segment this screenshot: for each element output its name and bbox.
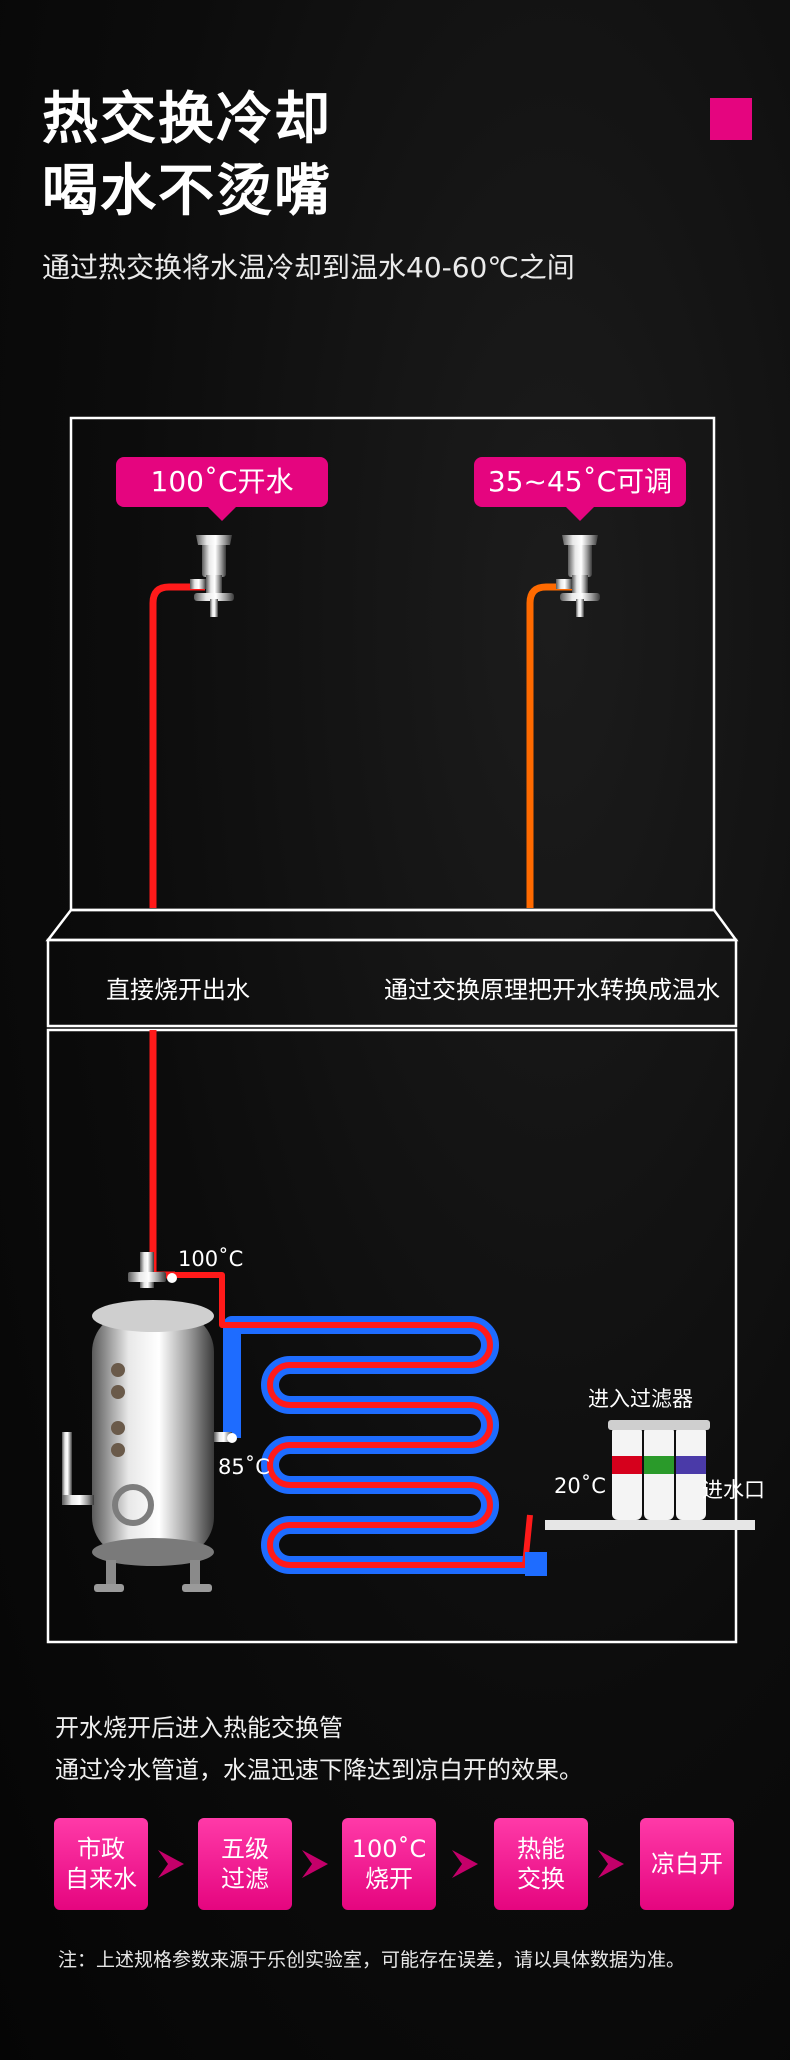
arrow-right-icon	[302, 1850, 328, 1878]
cabinet-lower-frame	[46, 1028, 738, 1644]
left-faucet-icon	[190, 535, 234, 617]
filter-cartridges-icon	[608, 1420, 710, 1520]
arrow-right-icon	[598, 1850, 624, 1878]
caption-band	[46, 938, 738, 1028]
cabinet-bevel	[45, 908, 739, 942]
direct-boil-caption: 直接烧开出水	[106, 976, 250, 1004]
inlet-pipe	[545, 1520, 755, 1530]
step-heat-exchange: 热能 交换	[494, 1818, 588, 1910]
filter-label: 进入过滤器	[588, 1387, 693, 1411]
title-line-2: 喝水不烫嘴	[42, 159, 332, 224]
hot-pipe-upper	[149, 583, 205, 908]
step-boil: 100˚C 烧开	[342, 1818, 436, 1910]
cabinet-outline	[45, 416, 739, 1644]
exchange-caption: 通过交换原理把开水转换成温水	[384, 976, 720, 1004]
water-inlet-label: 进水口	[702, 1478, 765, 1502]
coil-junction	[525, 1552, 547, 1576]
temp-85-label: 85˚C	[218, 1455, 270, 1479]
accent-square	[710, 98, 752, 140]
warm-pipe-upper	[526, 583, 580, 908]
temp-20-label: 20˚C	[554, 1474, 606, 1498]
step-tap-water: 市政 自来水	[54, 1818, 148, 1910]
page-subtitle: 通过热交换将水温冷却到温水40-60℃之间	[42, 251, 575, 284]
arrow-right-icon	[452, 1850, 478, 1878]
description-line-1: 开水烧开后进入热能交换管	[55, 1714, 343, 1742]
step-filter: 五级 过滤	[198, 1818, 292, 1910]
page-title: 热交换冷却 喝水不烫嘴	[42, 84, 332, 228]
temp-100-label: 100˚C	[178, 1247, 244, 1271]
step-cooled-water: 凉白开	[640, 1818, 734, 1910]
hot-pipe-lower	[149, 1030, 175, 1279]
footnote: 注：上述规格参数来源于乐创实验室，可能存在误差，请以具体数据为准。	[58, 1949, 686, 1971]
boiling-water-tag: 100˚C开水	[116, 457, 328, 521]
title-line-1: 热交换冷却	[42, 87, 332, 152]
boiler-tank-icon	[62, 1252, 232, 1592]
hot-exchange-coil	[175, 1272, 533, 1568]
arrow-right-icon	[158, 1850, 184, 1878]
adjustable-water-tag: 35~45˚C可调	[474, 457, 686, 521]
description-line-2: 通过冷水管道，水温迅速下降达到凉白开的效果。	[55, 1756, 583, 1784]
right-faucet-icon	[556, 535, 600, 617]
